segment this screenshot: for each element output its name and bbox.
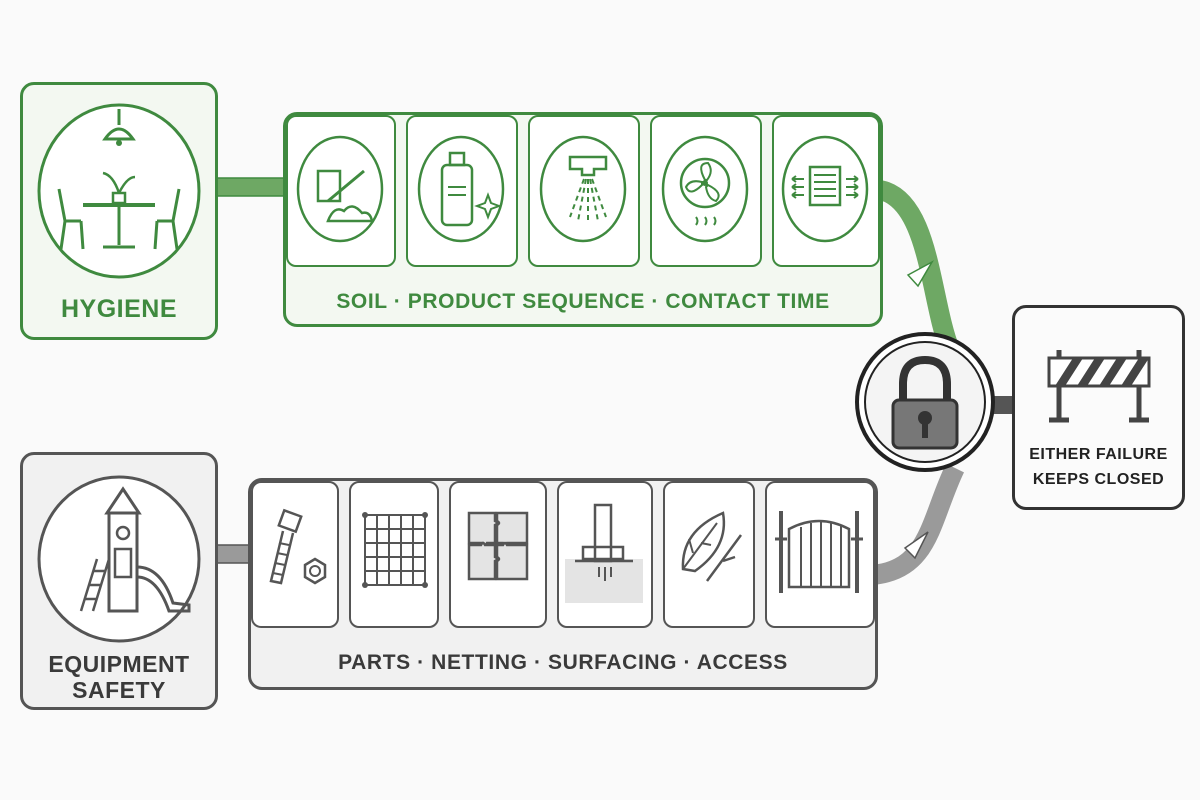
hygiene-flow-path [876, 180, 960, 354]
hygiene-title: HYGIENE [60, 295, 178, 323]
hygiene-card: HYGIENE [20, 82, 218, 340]
hygiene-arrow [906, 260, 934, 288]
spray-nozzle-icon [539, 135, 627, 243]
netting-icon [362, 512, 428, 588]
equipment-step-access [765, 481, 875, 628]
equipment-step-footing [557, 481, 653, 628]
hygiene-connector [209, 177, 291, 197]
cleaning-bottle-icon [417, 135, 505, 243]
ventilation-fan-icon [661, 135, 749, 243]
equipment-caption: PARTS · NETTING · SURFACING · ACCESS [338, 651, 788, 674]
equipment-step-parts [251, 481, 339, 628]
dining-table-icon [37, 103, 201, 279]
equipment-card: EQUIPMENT SAFETY [20, 452, 218, 710]
playground-icon [37, 475, 201, 643]
equipment-arrow [903, 531, 929, 560]
equipment-flow-path [870, 463, 965, 585]
barrier-icon [1047, 350, 1151, 423]
soil-scraping-icon [296, 135, 384, 243]
hygiene-step-soil [286, 115, 396, 267]
post-footing-icon [565, 503, 643, 603]
hygiene-step-vent [772, 115, 880, 267]
rubber-tiles-icon [467, 511, 529, 581]
equipment-title-line2: SAFETY [72, 677, 166, 703]
gate-icon [775, 511, 863, 593]
air-vent-icon [781, 135, 869, 243]
hygiene-step-rinse [528, 115, 640, 267]
padlock-icon [855, 332, 995, 472]
leaf-debris-icon [681, 511, 743, 582]
equipment-step-debris [663, 481, 755, 628]
hygiene-step-product [406, 115, 518, 267]
hygiene-caption: SOIL · PRODUCT SEQUENCE · CONTACT TIME [336, 290, 830, 313]
result-card: EITHER FAILURE KEEPS CLOSED [1012, 305, 1185, 510]
equipment-step-netting [349, 481, 439, 628]
equipment-title-line1: EQUIPMENT [48, 651, 190, 677]
result-line1: EITHER FAILURE [1029, 446, 1168, 463]
hygiene-step-contact [650, 115, 762, 267]
result-line2: KEEPS CLOSED [1032, 471, 1165, 488]
equipment-step-surfacing [449, 481, 547, 628]
bolt-and-nut-icon [269, 508, 327, 585]
